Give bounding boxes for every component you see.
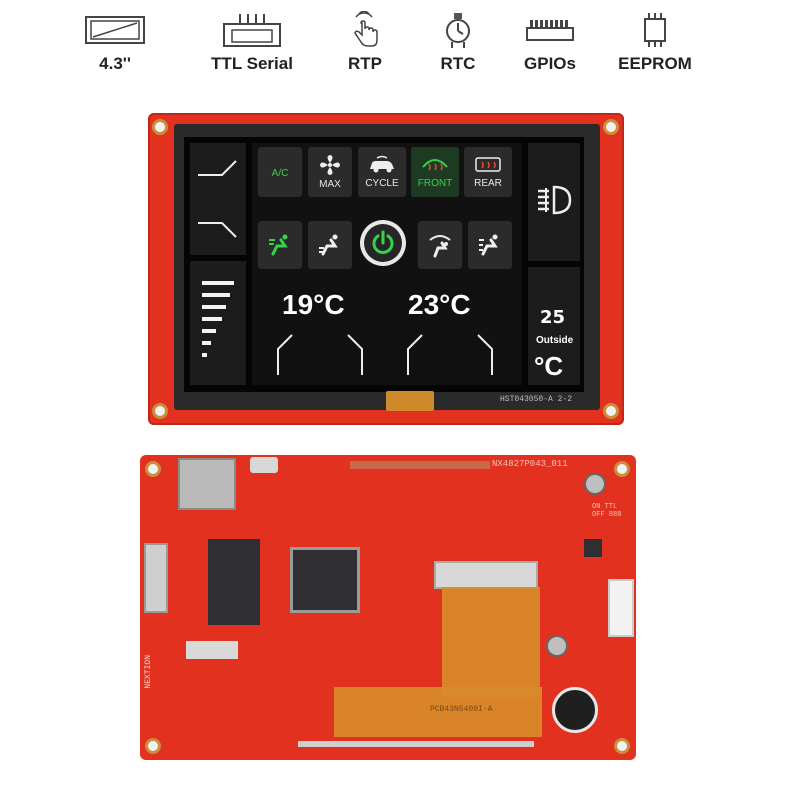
display-front-board: A/C MAX CYCLE	[148, 113, 624, 425]
feature-label: EEPROM	[618, 54, 692, 73]
vent-face-button[interactable]	[258, 221, 302, 269]
seat-defrost-icon	[429, 235, 451, 258]
fan-level-meter	[190, 261, 246, 385]
rear-label: REAR	[474, 178, 502, 189]
vent-all-button[interactable]	[468, 221, 512, 269]
vent-defrost-button[interactable]	[418, 221, 462, 269]
mount-hole	[614, 461, 630, 477]
touch-flex-tab	[386, 391, 434, 411]
brand-text: NEXTION	[144, 655, 153, 689]
serial-connector-icon	[223, 14, 281, 47]
feature-strip: 4.3'' TTL Serial RTP	[85, 10, 715, 80]
feature-gpios: GPIOs	[495, 10, 605, 74]
hmi-screen: A/C MAX CYCLE	[184, 137, 584, 392]
ac-button[interactable]: A/C	[258, 147, 302, 197]
rear-defrost-icon	[475, 157, 501, 172]
small-ic	[584, 539, 602, 557]
car-recirculate-icon	[370, 155, 394, 173]
cycle-button[interactable]: CYCLE	[358, 147, 406, 197]
eeprom-chip-icon	[644, 13, 666, 47]
fan-down-icon[interactable]	[196, 221, 240, 241]
mount-hole	[603, 403, 619, 419]
front-label: FRONT	[417, 178, 453, 189]
max-label: MAX	[319, 179, 341, 190]
lcd-flex-cable	[442, 587, 540, 697]
touch-icon	[354, 11, 378, 47]
fog-light-icon[interactable]	[536, 183, 572, 217]
display-size-icon	[85, 16, 145, 44]
mount-hole	[152, 119, 168, 135]
mcu-chip	[290, 547, 360, 613]
feature-label: GPIOs	[524, 54, 576, 73]
max-button[interactable]: MAX	[308, 147, 352, 197]
fan-level-bars-icon	[202, 281, 234, 357]
mount-hole	[145, 738, 161, 754]
seat-vent-icon	[319, 234, 338, 256]
sd-card-slot	[178, 458, 236, 510]
fan-speed-control	[190, 143, 246, 255]
gpio-header-icon	[526, 20, 574, 41]
feature-ttl-serial: TTL Serial	[197, 10, 307, 74]
seat-vent-green-icon	[269, 234, 288, 256]
left-temp-down-icon[interactable]	[274, 333, 296, 377]
capacitor	[584, 473, 606, 495]
fog-light-panel	[528, 143, 580, 261]
back-model-code: NX4827P043_011	[492, 459, 568, 469]
ffc-side-connector	[144, 543, 168, 613]
feature-label: TTL Serial	[211, 54, 293, 73]
usb-connector	[250, 457, 278, 473]
vent-feet-button[interactable]	[308, 221, 352, 269]
lcd-connector	[434, 561, 538, 589]
outside-temperature-label: Outside	[536, 335, 574, 346]
clock-chip-icon	[446, 13, 470, 48]
lcd-edge	[298, 741, 534, 747]
right-temperature: 23°C	[408, 289, 471, 320]
cycle-label: CYCLE	[365, 178, 399, 189]
outside-temperature-panel: 25 Outside °C	[528, 267, 580, 385]
display-back-board: NX4827P043_011 ON TTL OFF 888 PCB43N5400…	[140, 455, 636, 760]
feature-label: 4.3''	[99, 54, 131, 73]
pin-labels: ON TTL OFF 888	[592, 503, 622, 519]
left-temp-up-icon[interactable]	[344, 333, 366, 377]
mount-hole	[614, 738, 630, 754]
feature-rtp: RTP	[310, 10, 420, 74]
sdram-chip	[208, 539, 260, 625]
mount-hole	[603, 119, 619, 135]
serial-header	[608, 579, 634, 637]
right-temp-down-icon[interactable]	[404, 333, 426, 377]
power-icon	[372, 230, 394, 254]
feature-display-size: 4.3''	[60, 10, 170, 74]
left-temperature: 19°C	[282, 289, 345, 320]
feature-eeprom: EEPROM	[600, 10, 710, 74]
feature-label: RTP	[348, 54, 382, 73]
front-defrost-button[interactable]: FRONT	[411, 147, 459, 197]
pin-pads	[350, 461, 490, 469]
front-model-code: HST043050-A 2-2	[500, 395, 573, 404]
touch-connector	[186, 641, 238, 659]
seat-vent-all-icon	[479, 234, 498, 256]
mount-hole	[152, 403, 168, 419]
ac-label: A/C	[271, 168, 289, 179]
power-button[interactable]	[360, 220, 406, 266]
mount-hole	[145, 461, 161, 477]
lcd-flex-cable-lower	[334, 687, 542, 737]
feature-rtc: RTC	[403, 10, 513, 74]
outside-temperature-value: 25	[540, 307, 566, 328]
fan-icon	[320, 155, 340, 175]
outside-temperature-unit: °C	[534, 351, 564, 381]
fan-up-icon[interactable]	[196, 157, 240, 177]
rear-defrost-button[interactable]: REAR	[464, 147, 512, 197]
fpc-label: PCB43N5400I-A	[430, 705, 493, 714]
front-defrost-icon	[422, 159, 448, 171]
capacitor	[546, 635, 568, 657]
coin-cell-holder	[552, 687, 598, 733]
right-temp-up-icon[interactable]	[474, 333, 496, 377]
feature-label: RTC	[440, 54, 476, 73]
